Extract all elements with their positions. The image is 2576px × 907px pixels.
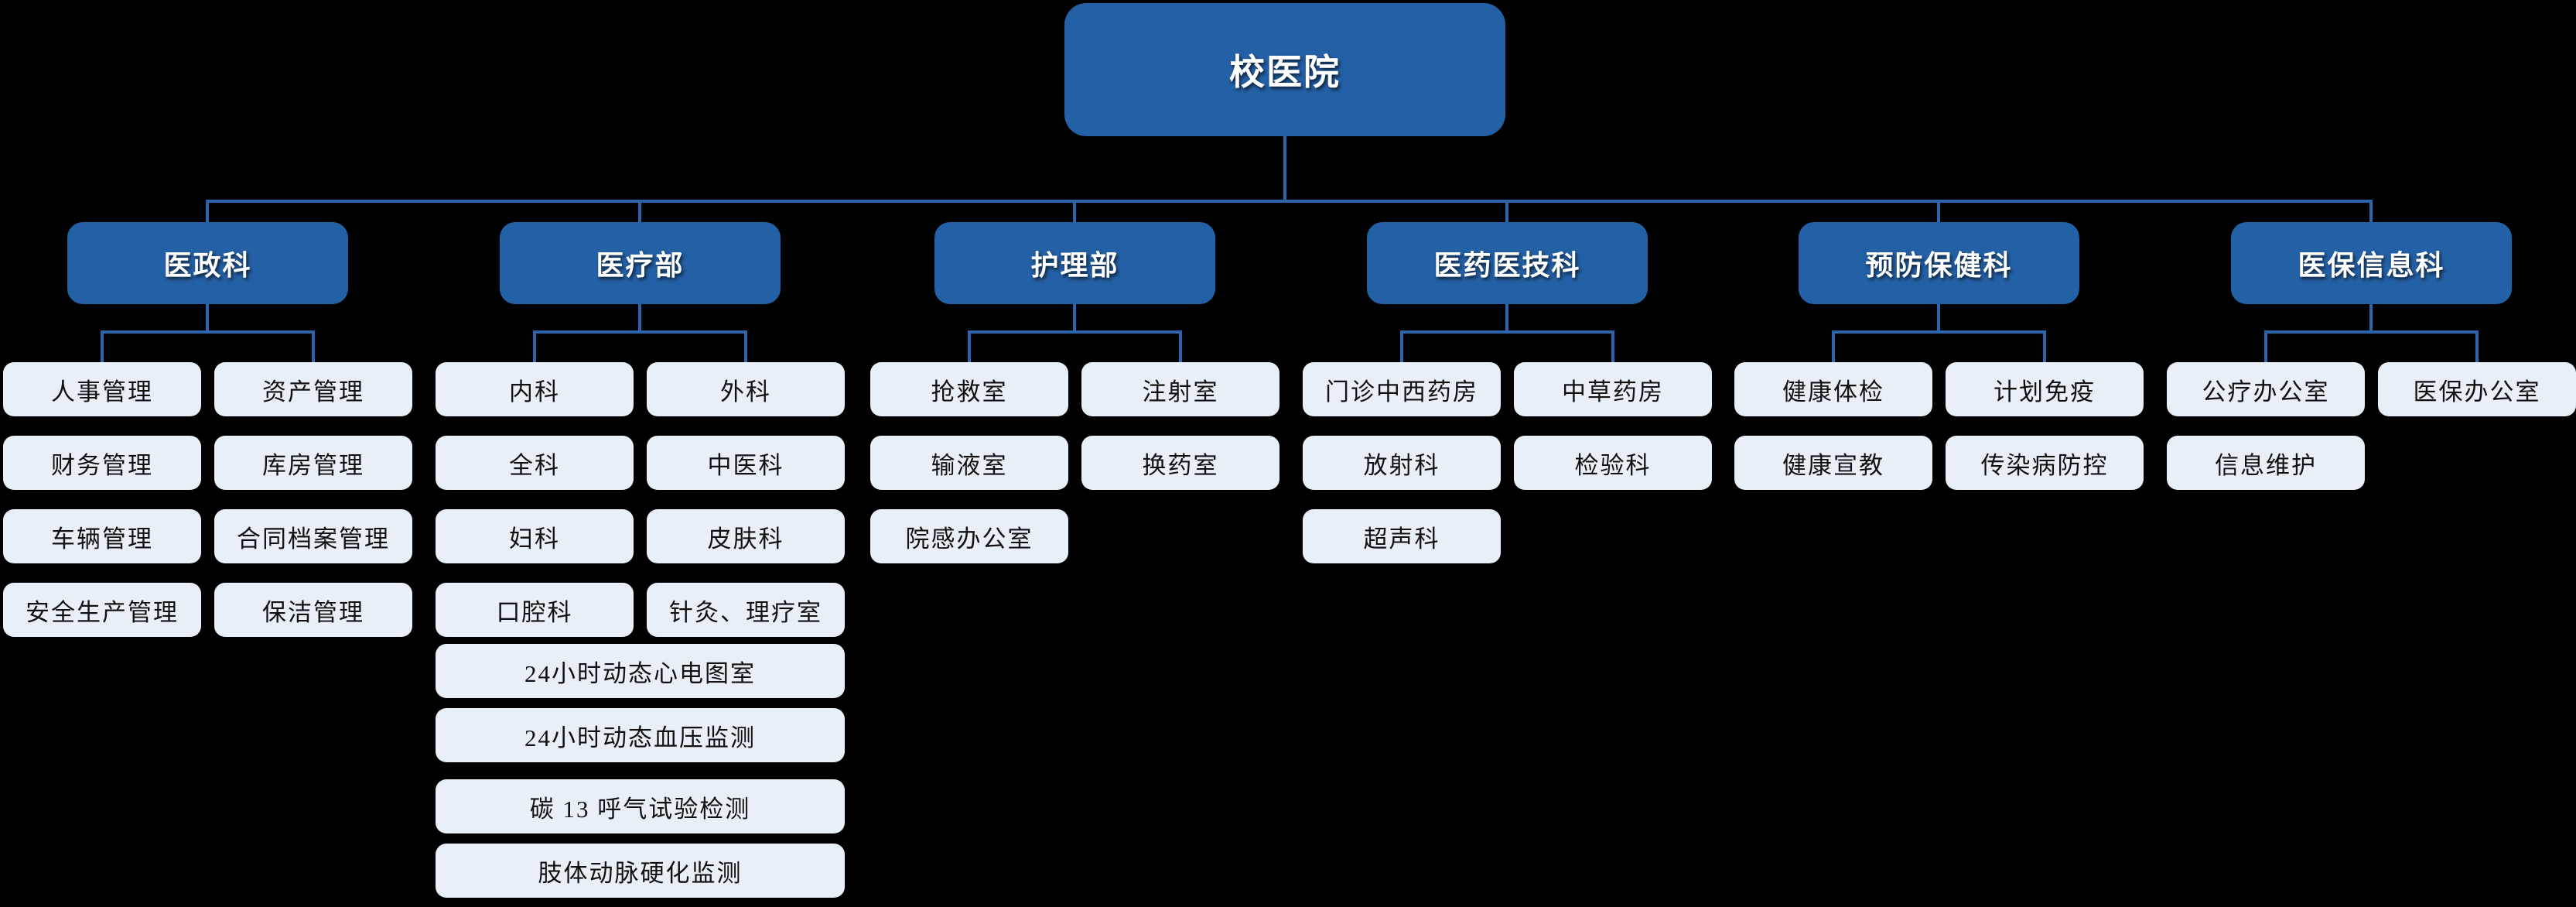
group-nursing-department: 护理部 抢救室 注射室 输液室 换药室 院感办公室 — [870, 0, 1279, 907]
connector-drop-left — [1832, 330, 1835, 362]
connector-stub — [2369, 304, 2373, 332]
connector-drop-left — [968, 330, 971, 362]
org-child-node: 口腔科 — [436, 583, 634, 637]
connector-root-stub — [1283, 136, 1286, 203]
org-child-node: 中草药房 — [1514, 362, 1712, 416]
org-child-node: 放射科 — [1303, 436, 1501, 490]
org-child-node: 医保办公室 — [2378, 362, 2576, 416]
connector-dept-drop — [1505, 200, 1508, 224]
connector-split — [1400, 330, 1614, 334]
connector-stub — [1505, 304, 1508, 332]
org-child-node: 财务管理 — [3, 436, 201, 490]
org-child-node: 院感办公室 — [870, 509, 1068, 563]
org-child-node: 人事管理 — [3, 362, 201, 416]
connector-split — [968, 330, 1182, 334]
connector-drop-left — [533, 330, 536, 362]
group-pharmacy-medtech: 医药医技科 门诊中西药房 中草药房 放射科 检验科 超声科 — [1303, 0, 1712, 907]
org-child-node-wide: 24小时动态心电图室 — [436, 644, 845, 698]
dept-node-insurance-information: 医保信息科 — [2231, 222, 2512, 304]
connector-dept-drop — [2369, 200, 2373, 224]
org-child-node-wide: 肢体动脉硬化监测 — [436, 844, 845, 898]
org-child-node: 外科 — [647, 362, 845, 416]
connector-stub — [1937, 304, 1940, 332]
connector-stub — [1073, 304, 1076, 332]
dept-node-medical-affairs: 医政科 — [67, 222, 348, 304]
dept-node-pharmacy-medtech: 医药医技科 — [1367, 222, 1648, 304]
org-child-node: 健康体检 — [1734, 362, 1932, 416]
connector-drop-right — [312, 330, 315, 362]
org-child-node: 车辆管理 — [3, 509, 201, 563]
connector-drop-left — [1400, 330, 1403, 362]
org-child-node: 针灸、理疗室 — [647, 583, 845, 637]
org-child-node: 信息维护 — [2167, 436, 2365, 490]
org-child-node-wide: 24小时动态血压监测 — [436, 708, 845, 762]
org-child-node: 超声科 — [1303, 509, 1501, 563]
connector-main-rail — [207, 200, 2373, 203]
org-child-node: 健康宣教 — [1734, 436, 1932, 490]
org-child-node-wide: 碳 13 呼气试验检测 — [436, 779, 845, 833]
org-child-node: 合同档案管理 — [214, 509, 412, 563]
connector-dept-drop — [1073, 200, 1076, 224]
group-medical-department: 医疗部 内科 外科 全科 中医科 妇科 皮肤科 口腔科 针灸、理疗室 24小时动… — [436, 0, 845, 907]
connector-stub — [638, 304, 641, 332]
dept-node-nursing-department: 护理部 — [934, 222, 1215, 304]
connector-drop-right — [1179, 330, 1182, 362]
org-child-node: 注射室 — [1081, 362, 1279, 416]
connector-stub — [206, 304, 209, 332]
connector-drop-left — [2264, 330, 2267, 362]
connector-drop-left — [101, 330, 104, 362]
connector-drop-right — [1611, 330, 1614, 362]
org-child-node: 内科 — [436, 362, 634, 416]
connector-drop-right — [744, 330, 747, 362]
org-child-node: 妇科 — [436, 509, 634, 563]
org-child-node: 计划免疫 — [1946, 362, 2144, 416]
org-child-node: 安全生产管理 — [3, 583, 201, 637]
connector-drop-right — [2043, 330, 2046, 362]
org-child-node: 传染病防控 — [1946, 436, 2144, 490]
org-child-node: 皮肤科 — [647, 509, 845, 563]
org-child-node: 中医科 — [647, 436, 845, 490]
org-child-node: 保洁管理 — [214, 583, 412, 637]
org-child-node: 输液室 — [870, 436, 1068, 490]
connector-split — [1832, 330, 2046, 334]
org-child-node: 抢救室 — [870, 362, 1068, 416]
group-medical-affairs: 医政科 人事管理 资产管理 财务管理 库房管理 车辆管理 合同档案管理 安全生产… — [3, 0, 412, 907]
org-child-node: 公疗办公室 — [2167, 362, 2365, 416]
org-root-node: 校医院 — [1064, 3, 1505, 136]
connector-drop-right — [2475, 330, 2479, 362]
org-child-node: 全科 — [436, 436, 634, 490]
connector-split — [2264, 330, 2479, 334]
dept-node-prevention-healthcare: 预防保健科 — [1799, 222, 2079, 304]
connector-split — [533, 330, 747, 334]
org-child-node: 换药室 — [1081, 436, 1279, 490]
connector-dept-drop — [206, 200, 209, 224]
connector-dept-drop — [1937, 200, 1940, 224]
org-child-node: 门诊中西药房 — [1303, 362, 1501, 416]
dept-node-medical-department: 医疗部 — [500, 222, 781, 304]
org-child-node: 检验科 — [1514, 436, 1712, 490]
connector-split — [101, 330, 315, 334]
org-child-node: 库房管理 — [214, 436, 412, 490]
group-insurance-information: 医保信息科 公疗办公室 医保办公室 信息维护 — [2167, 0, 2576, 907]
org-child-node: 资产管理 — [214, 362, 412, 416]
group-prevention-healthcare: 预防保健科 健康体检 计划免疫 健康宣教 传染病防控 — [1734, 0, 2144, 907]
connector-dept-drop — [638, 200, 641, 224]
